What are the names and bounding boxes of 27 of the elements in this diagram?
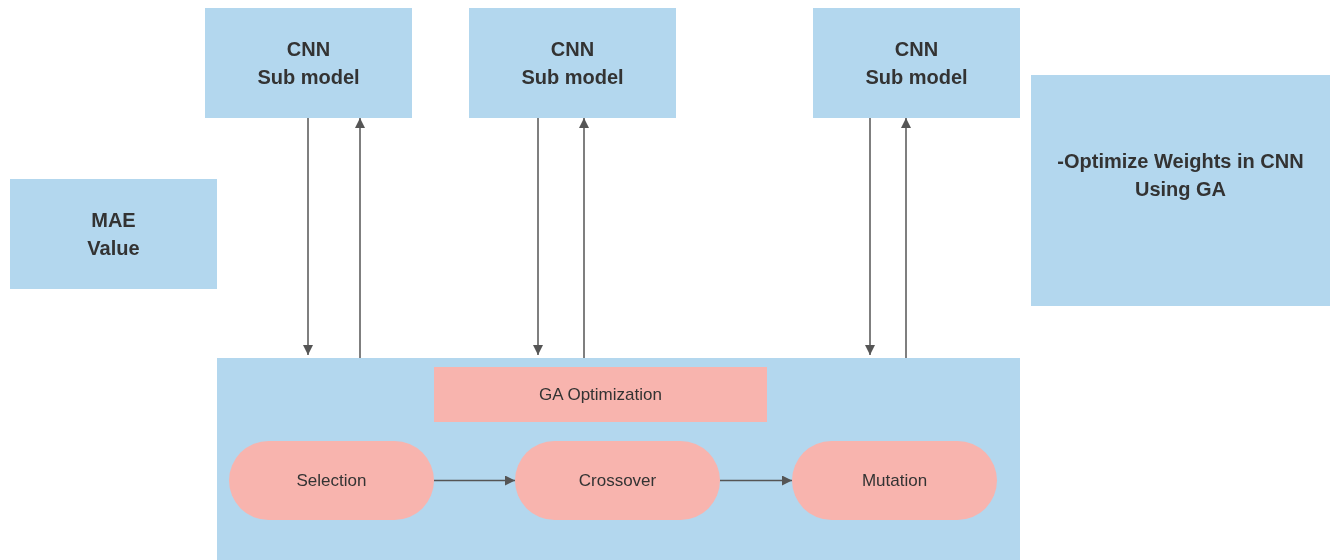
arrow — [901, 117, 911, 359]
process-box — [434, 367, 767, 422]
arrow — [865, 117, 875, 356]
node-label: Sub model — [257, 65, 360, 90]
node-label: MAE Value — [86, 208, 141, 261]
arrow — [303, 117, 313, 356]
arrow — [433, 475, 516, 486]
node-label: Crossover — [578, 470, 657, 491]
process-box — [1031, 75, 1330, 306]
process-box — [205, 8, 412, 118]
process-box — [10, 179, 217, 289]
arrow — [533, 117, 543, 356]
node-label: GA Optimization — [539, 384, 662, 405]
node-label: Sub model — [521, 65, 624, 90]
node-label: -Optimize Weights in CNN Using GA — [1056, 149, 1305, 202]
node-label: CNN — [286, 37, 331, 62]
process-box — [813, 8, 1020, 118]
node-label: Mutation — [861, 470, 928, 491]
arrow — [579, 117, 589, 359]
container-box — [217, 358, 1020, 560]
node-label: CNN — [894, 37, 939, 62]
node-label: CNN — [550, 37, 595, 62]
arrow — [719, 475, 793, 486]
arrow — [355, 117, 365, 359]
process-box — [469, 8, 676, 118]
node-label: Selection — [296, 470, 367, 491]
node-label: Sub model — [865, 65, 968, 90]
